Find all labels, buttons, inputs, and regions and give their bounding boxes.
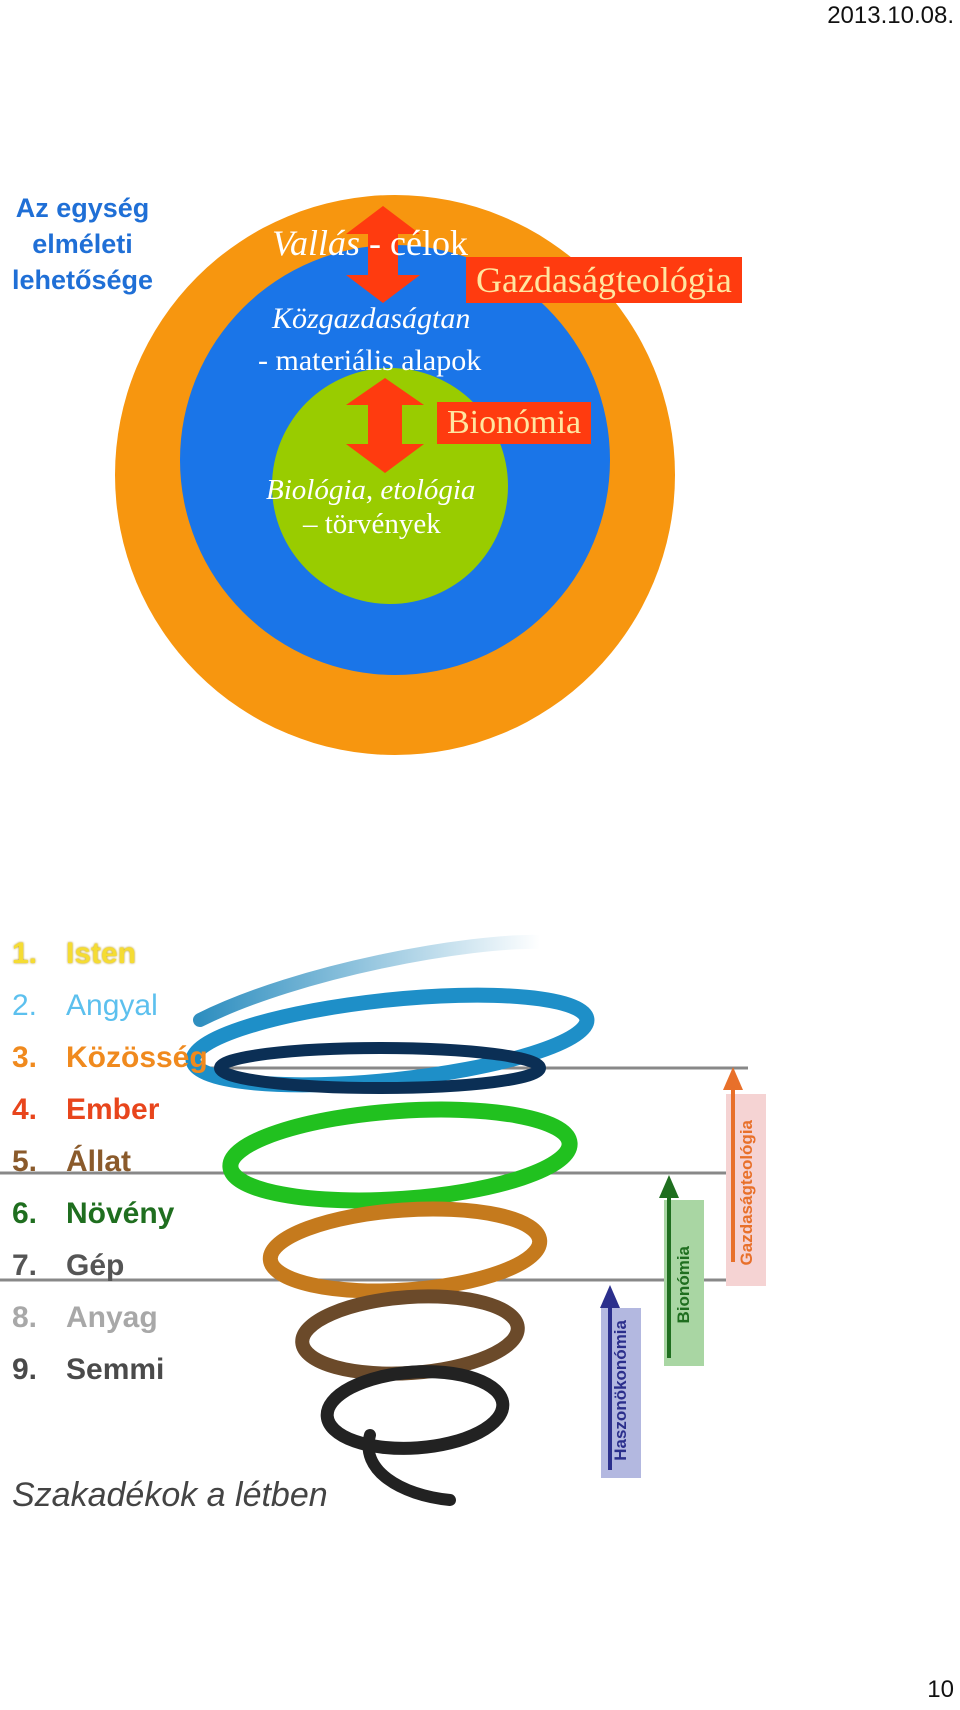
list-number: 4. [12,1093,38,1126]
list-label: Gép [66,1249,125,1282]
gazdasagteologia-label: Gazdaságteológia [737,1120,756,1266]
list-item-kozosseg: 3. Közösség [12,1041,208,1075]
date-stamp: 2013.10.08. [827,2,954,29]
material-basis-label: - materiális alapok [258,344,482,377]
caption: Szakadékok a létben [12,1476,328,1514]
list-item-allat: 5. Állat [12,1145,131,1179]
biology-label: Biológia, etológia [266,474,476,506]
spiral-tail [362,1429,456,1506]
list-item-angyal: 2. Angyal [12,989,158,1023]
haszon-bar [601,1308,641,1478]
list-label: Anyag [66,1301,158,1334]
gazdasag-arrow-head [723,1067,743,1090]
economics-label: Közgazdaságtan [272,302,471,335]
list-label: Semmi [66,1353,165,1386]
page-number: 10 [927,1676,954,1703]
spiral-coil-dark-blue [214,1042,546,1094]
list-item-gep: 7. Gép [12,1249,124,1283]
list-number: 2. [12,989,38,1022]
spiral-coil-black [320,1365,510,1455]
double-arrow-bottom [346,378,424,473]
list-item-anyag: 8. Anyag [12,1301,158,1335]
bionomia-arrow-head [659,1175,679,1198]
spiral-coil-blue [185,987,595,1093]
list-label: Állat [66,1145,132,1178]
haszonokonomia-label: Haszonökonómia [611,1320,630,1461]
list-label: Ember [66,1093,160,1126]
list-label: Isten [66,937,137,970]
laws-label: – törvények [303,508,441,540]
spiral-coil-green [222,1101,578,1209]
goals-word: - célok [360,223,468,263]
list-number: 8. [12,1301,38,1334]
unity-line-2: elméleti [32,229,133,259]
religion-word: Vallás [272,223,361,263]
list-number: 7. [12,1249,38,1282]
bionomia-label: Bionómia [674,1246,693,1324]
list-label: Növény [66,1197,175,1230]
bionomy-tag: Bionómia [437,402,592,444]
spiral-coil-orange [262,1201,548,1299]
list-label: Angyal [66,989,158,1022]
haszon-arrow-head [600,1285,620,1308]
unity-label: Az egység elméleti lehetősége [0,190,165,298]
list-number: 5. [12,1145,38,1178]
list-number: 3. [12,1041,38,1074]
double-arrow-top [346,206,420,303]
list-number: 1. [12,937,38,970]
concentric-circles [115,195,675,755]
list-item-isten: 1. Isten [12,937,136,971]
list-item-noveny: 6. Növény [12,1197,174,1231]
list-label: Közösség [66,1041,208,1074]
economic-theology-tag: Gazdaságteológia [466,257,742,303]
list-number: 6. [12,1197,38,1230]
unity-line-1: Az egység [15,193,150,223]
list-item-ember: 4. Ember [12,1093,159,1127]
list-number: 9. [12,1353,38,1386]
unity-line-3: lehetősége [11,265,154,295]
spiral-coil-white [193,934,547,1027]
list-item-semmi: 9. Semmi [12,1353,164,1387]
religion-goals-label: Vallás - célok [272,222,468,264]
spiral-diagram [0,934,766,1506]
